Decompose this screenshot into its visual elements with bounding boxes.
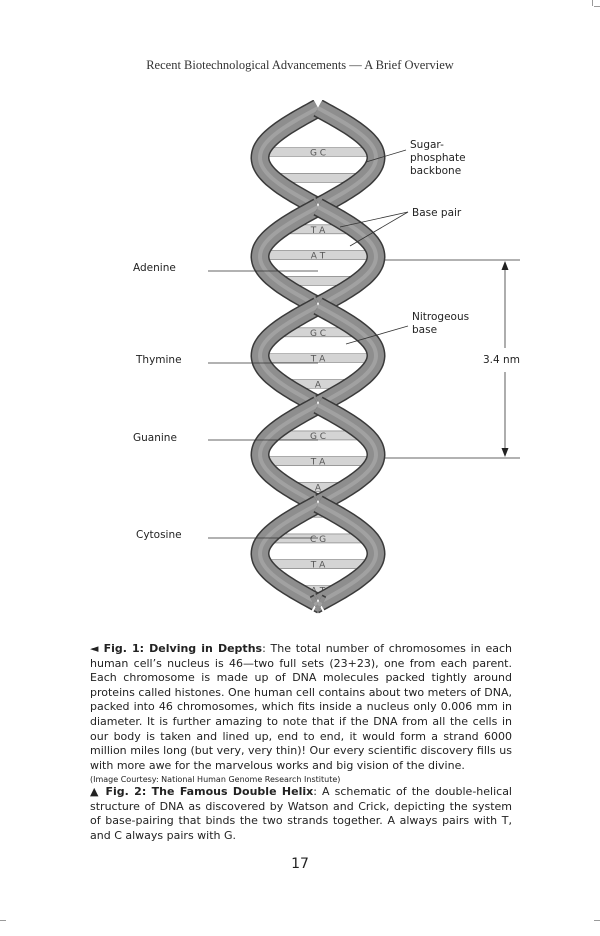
- image-credit: (Image Courtesy: National Human Genome R…: [90, 775, 341, 785]
- backbone-ribbon-segment: [313, 495, 386, 611]
- base-pair-rung: A T: [263, 250, 373, 262]
- base-pair-rung: T A: [267, 559, 369, 571]
- base-pair-letters: T A: [310, 458, 326, 468]
- base-pair-letters: G C: [310, 149, 326, 159]
- up-triangle-icon: ▲: [90, 785, 101, 798]
- backbone-ribbon-segment: [309, 594, 323, 614]
- backbone-ribbon-segment: [313, 594, 327, 614]
- nitrogeous-base-leader: [345, 325, 409, 345]
- base-pair-letters: T A: [310, 355, 326, 365]
- label-base-pair: Base pair: [412, 207, 462, 219]
- sugar-phosphate-backbones: [250, 100, 386, 614]
- base-pair-letters: A: [315, 380, 322, 390]
- backbone-ribbon-segment: [250, 396, 323, 512]
- base-pair-leader-2: [349, 211, 409, 247]
- arrow-down-icon: [501, 448, 509, 457]
- fig2-caption: ▲ Fig. 2: The Famous Double Helix: A sch…: [90, 785, 512, 843]
- label-thymine: Thymine: [135, 354, 182, 366]
- page-number: 17: [291, 856, 309, 872]
- running-header: Recent Biotechnological Advancements — A…: [146, 58, 454, 72]
- base-pair-letters: A T: [311, 587, 326, 597]
- crop-mark: [0, 920, 6, 921]
- base-pair-letters: G C: [310, 432, 326, 442]
- label-guanine: Guanine: [133, 432, 177, 444]
- label-nitrogeous-base-line-1: Nitrogeous: [412, 311, 469, 323]
- base-pair-letters: C G: [310, 535, 326, 545]
- dna-double-helix-figure: G C T A A T G C T A A G C T A A C G T A A T Adenine…: [133, 100, 520, 614]
- base-pair-rung: C G: [270, 533, 366, 545]
- backbone-ribbon-segment: [250, 297, 323, 413]
- backbone-ribbon-segment: [313, 198, 386, 314]
- base-pair-rung: T A: [264, 456, 372, 468]
- backbone-ribbon-segment: [250, 198, 323, 314]
- base-pair-letters: A T: [311, 252, 326, 262]
- left-triangle-icon: ◄: [90, 642, 99, 655]
- base-pair-letters: T A: [310, 561, 326, 571]
- backbone-ribbon-segment: [250, 495, 323, 611]
- callout-lines: [208, 149, 520, 539]
- backbone-ribbon-segment: [313, 297, 386, 413]
- crop-mark: [592, 0, 593, 6]
- base-pair-rung: G C: [264, 147, 372, 159]
- backbone-ribbon-segment: [313, 396, 386, 512]
- figure-labels: Adenine Thymine Guanine Cytosine Sugar- …: [133, 139, 520, 541]
- label-backbone-line-2: phosphate: [410, 152, 466, 164]
- crop-mark: [594, 6, 600, 7]
- base-pair-leader-1: [339, 211, 409, 228]
- label-backbone-line-3: backbone: [410, 165, 461, 177]
- backbone-ribbon-segment: [313, 100, 386, 215]
- base-pair-letters: A: [315, 483, 322, 493]
- fig2-title: Fig. 2: The Famous Double Helix: [105, 785, 314, 798]
- backbone-ribbon-segment: [250, 100, 323, 215]
- label-measure: 3.4 nm: [483, 354, 520, 366]
- fig2-text: : A schematic of the double-helical stru…: [90, 785, 512, 842]
- fig1-title: Fig. 1: Delving in Depths: [103, 642, 263, 655]
- base-pair-rungs: G C T A A T G C T A A G C T A A C G T A A T: [263, 147, 373, 597]
- label-cytosine: Cytosine: [136, 529, 182, 541]
- crop-mark: [594, 920, 600, 921]
- label-nitrogeous-base-line-2: base: [412, 324, 437, 336]
- fig1-caption: ◄ Fig. 1: Delving in Depths: The total n…: [90, 642, 512, 786]
- fig1-text: : The total number of chromosomes in eac…: [90, 642, 512, 772]
- arrow-up-icon: [501, 261, 509, 270]
- backbone-leader: [365, 149, 407, 163]
- label-backbone-line-1: Sugar-: [410, 139, 444, 151]
- base-pair-letters: T A: [310, 226, 326, 236]
- label-adenine: Adenine: [133, 262, 176, 274]
- base-pair-letters: G C: [310, 329, 326, 339]
